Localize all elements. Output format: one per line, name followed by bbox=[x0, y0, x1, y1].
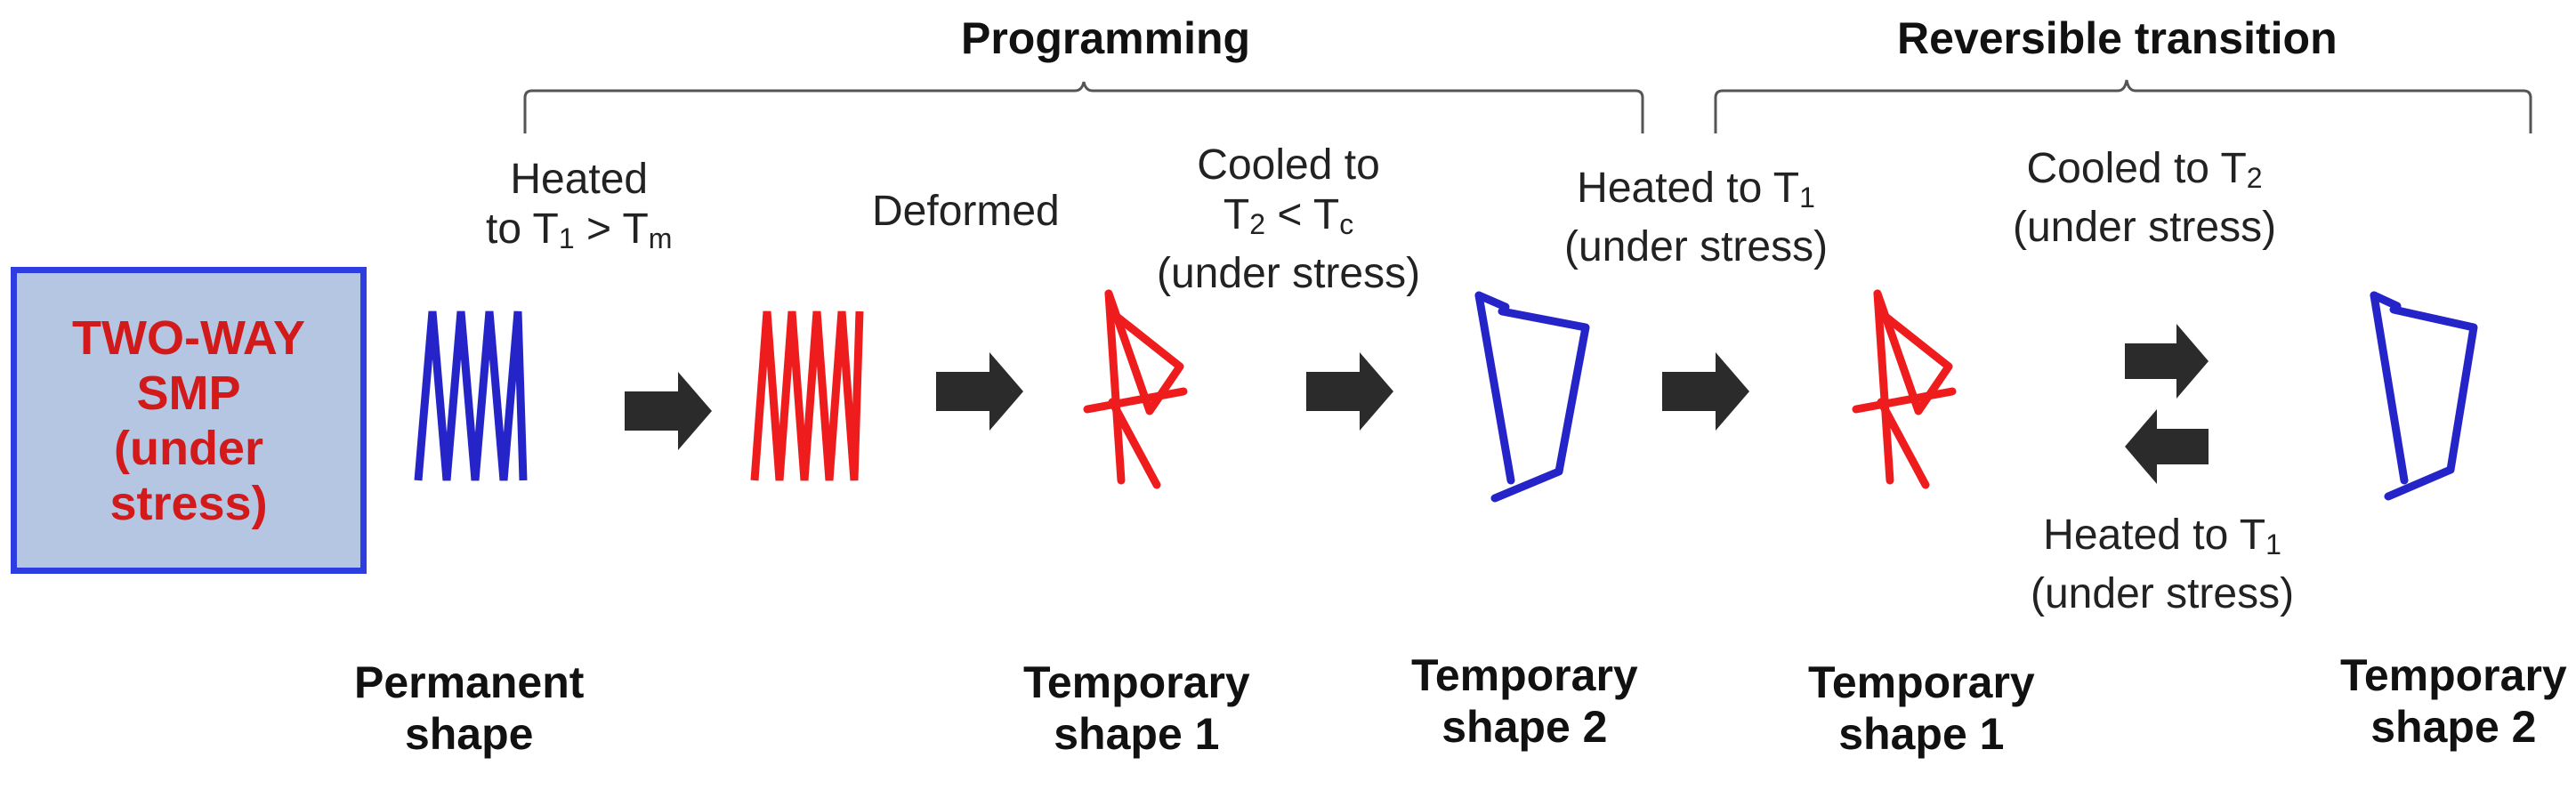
reversible-transition-title: Reversible transition bbox=[1897, 13, 2338, 63]
heated-line1: Heated bbox=[510, 156, 649, 203]
right-arrow-icon bbox=[625, 372, 712, 450]
right-arrow-icon bbox=[936, 352, 1023, 431]
open-frame-icon bbox=[1474, 291, 1590, 503]
cooled-t2-line2: (under stress) bbox=[2013, 204, 2277, 251]
heated-t1-step-label: Heated to T1 (under stress) bbox=[1564, 164, 1828, 272]
right-arrow-icon bbox=[1306, 352, 1393, 431]
open-frame-icon bbox=[2370, 291, 2478, 501]
box-label: TWO-WAY SMP (under stress) bbox=[72, 310, 305, 530]
cooled-line1: Cooled to bbox=[1197, 141, 1380, 189]
programming-bracket bbox=[523, 81, 1644, 133]
deformed-shape-icon bbox=[1852, 289, 1957, 489]
temporary-shape2-reversible-label: Temporary shape 2 bbox=[2340, 650, 2567, 752]
deformed-shape-icon bbox=[1083, 289, 1188, 489]
two-way-smp-box: TWO-WAY SMP (under stress) bbox=[11, 267, 367, 574]
temporary-shape1-label: Temporary shape 1 bbox=[1023, 657, 1250, 759]
cooled-t2-line1: Cooled to T2 bbox=[2026, 145, 2263, 194]
cooled-line3: (under stress) bbox=[1157, 250, 1421, 297]
heated-line2: to T1 > Tm bbox=[486, 206, 673, 254]
heated-t1-line2: (under stress) bbox=[1564, 223, 1829, 270]
right-arrow-icon bbox=[2125, 324, 2209, 399]
right-arrow-icon bbox=[1662, 352, 1749, 431]
heated-step-label: Heated to T1 > Tm bbox=[486, 155, 672, 263]
heated-t1-bottom-step-label: Heated to T1 (under stress) bbox=[2031, 511, 2294, 619]
programming-title: Programming bbox=[961, 13, 1251, 63]
permanent-shape-label: Permanent shape bbox=[354, 657, 585, 759]
zigzag-spring-icon bbox=[414, 310, 528, 481]
heated-t1-line1: Heated to T1 bbox=[1577, 165, 1815, 214]
cooled-t2-step-label: Cooled to T2 (under stress) bbox=[2013, 144, 2276, 253]
heated-t1-bottom-line1: Heated to T1 bbox=[2043, 512, 2281, 560]
deformed-step-label: Deformed bbox=[872, 188, 1060, 235]
heated-t1-bottom-line2: (under stress) bbox=[2031, 570, 2295, 617]
temporary-shape1-reversible-label: Temporary shape 1 bbox=[1808, 657, 2035, 759]
temporary-shape2-label: Temporary shape 2 bbox=[1411, 650, 1638, 752]
zigzag-spring-icon bbox=[750, 310, 864, 481]
cooled-step-label: Cooled to T2 < Tc (under stress) bbox=[1157, 141, 1420, 299]
reversible-bracket bbox=[1714, 79, 2532, 133]
cooled-line2: T2 < Tc bbox=[1223, 191, 1354, 240]
left-arrow-icon bbox=[2125, 409, 2209, 484]
